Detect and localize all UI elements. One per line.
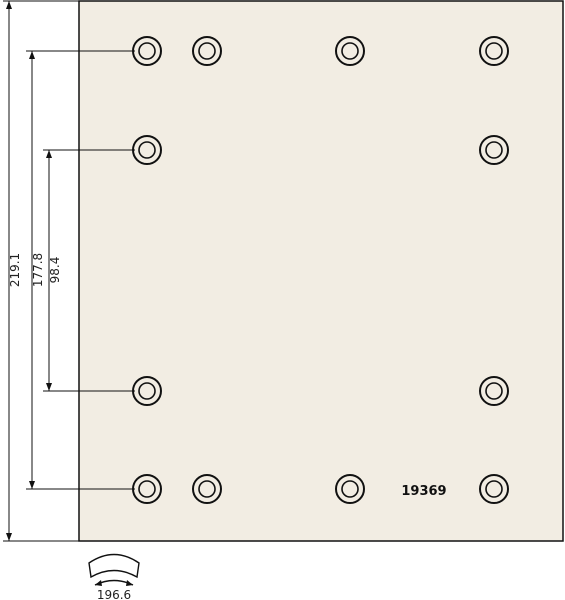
rivet-hole — [192, 474, 222, 504]
dimension-label-overall-height: 219.1 — [8, 253, 22, 287]
dimension-label-inner-hole-spacing: 98.4 — [48, 257, 62, 284]
curved-pad-profile-icon — [88, 553, 140, 586]
dimension-label-arc-width: 196.6 — [97, 588, 131, 600]
rivet-hole — [335, 474, 365, 504]
rivet-hole — [132, 474, 162, 504]
rivet-hole — [479, 474, 509, 504]
brake-pad-outline — [78, 0, 564, 542]
rivet-hole — [132, 135, 162, 165]
dimension-outer-hole-spacing — [26, 50, 135, 490]
dimension-label-outer-hole-spacing: 177.8 — [31, 253, 45, 287]
rivet-hole — [132, 376, 162, 406]
rivet-hole — [479, 376, 509, 406]
rivet-hole — [335, 36, 365, 66]
rivet-hole — [192, 36, 222, 66]
dimension-inner-hole-spacing — [43, 149, 135, 392]
dimension-overall-height — [3, 0, 79, 542]
rivet-holes — [132, 36, 509, 504]
part-number: 19369 — [401, 484, 446, 499]
rivet-hole — [132, 36, 162, 66]
rivet-hole — [479, 36, 509, 66]
rivet-hole — [479, 135, 509, 165]
